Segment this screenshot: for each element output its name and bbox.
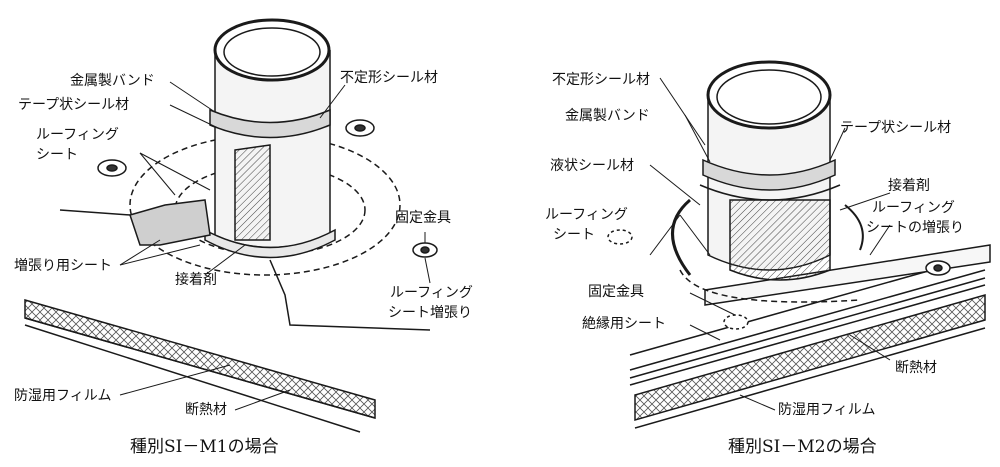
left-nozzle <box>129 199 211 246</box>
right-hatch-section <box>729 199 831 281</box>
left-label-roofing-2: シート <box>36 147 78 163</box>
left-label-roofing-reinforce-2: シート増張り <box>388 305 472 321</box>
right-label-fixing-metal: 固定金具 <box>588 284 644 300</box>
right-insulation <box>634 294 986 421</box>
right-label-adhesive: 接着剤 <box>888 178 930 194</box>
left-cut-section <box>234 144 271 241</box>
left-caption: 種別SI－M1の場合 <box>130 437 279 457</box>
right-label-insulation: 断熱材 <box>895 360 937 376</box>
right-label-roofing-2: シート <box>553 227 595 243</box>
right-bolt-3 <box>723 314 749 330</box>
left-label-fixing-metal: 固定金具 <box>395 210 451 226</box>
left-label-amorphous-seal: 不定形シール材 <box>340 70 438 86</box>
right-figure <box>607 60 991 429</box>
right-label-roofing-reinforce-2: シートの増張り <box>866 220 964 236</box>
left-label-insulation: 断熱材 <box>185 402 227 418</box>
right-label-roofing-reinforce-1: ルーフィング <box>872 200 955 216</box>
right-label-insulating-sheet: 絶縁用シート <box>582 316 666 332</box>
right-label-liquid-seal: 液状シール材 <box>550 158 634 174</box>
left-metal-band <box>209 108 331 139</box>
right-label-amorphous-seal: 不定形シール材 <box>552 72 650 88</box>
right-label-metal-band: 金属製バンド <box>565 108 650 124</box>
left-label-tape-seal: テープ状シール材 <box>18 97 130 113</box>
left-roof-edge <box>269 259 431 331</box>
left-figure <box>24 18 438 433</box>
left-label-roofing-1: ルーフィング <box>36 127 119 143</box>
left-label-moisture-film: 防湿用フィルム <box>14 388 112 404</box>
right-label-tape-seal: テープ状シール材 <box>840 120 952 136</box>
left-label-adhesive: 接着剤 <box>175 272 217 288</box>
right-label-roofing-1: ルーフィング <box>545 207 628 223</box>
left-label-roofing-reinforce-1: ルーフィング <box>390 285 473 301</box>
right-bolt-2 <box>607 229 633 245</box>
left-label-reinforce-sheet: 増張り用シート <box>14 258 112 274</box>
right-metal-band <box>702 158 836 191</box>
left-label-metal-band: 金属製バンド <box>70 73 155 89</box>
right-caption: 種別SI－M2の場合 <box>728 437 877 457</box>
right-label-moisture-film: 防湿用フィルム <box>778 402 876 418</box>
